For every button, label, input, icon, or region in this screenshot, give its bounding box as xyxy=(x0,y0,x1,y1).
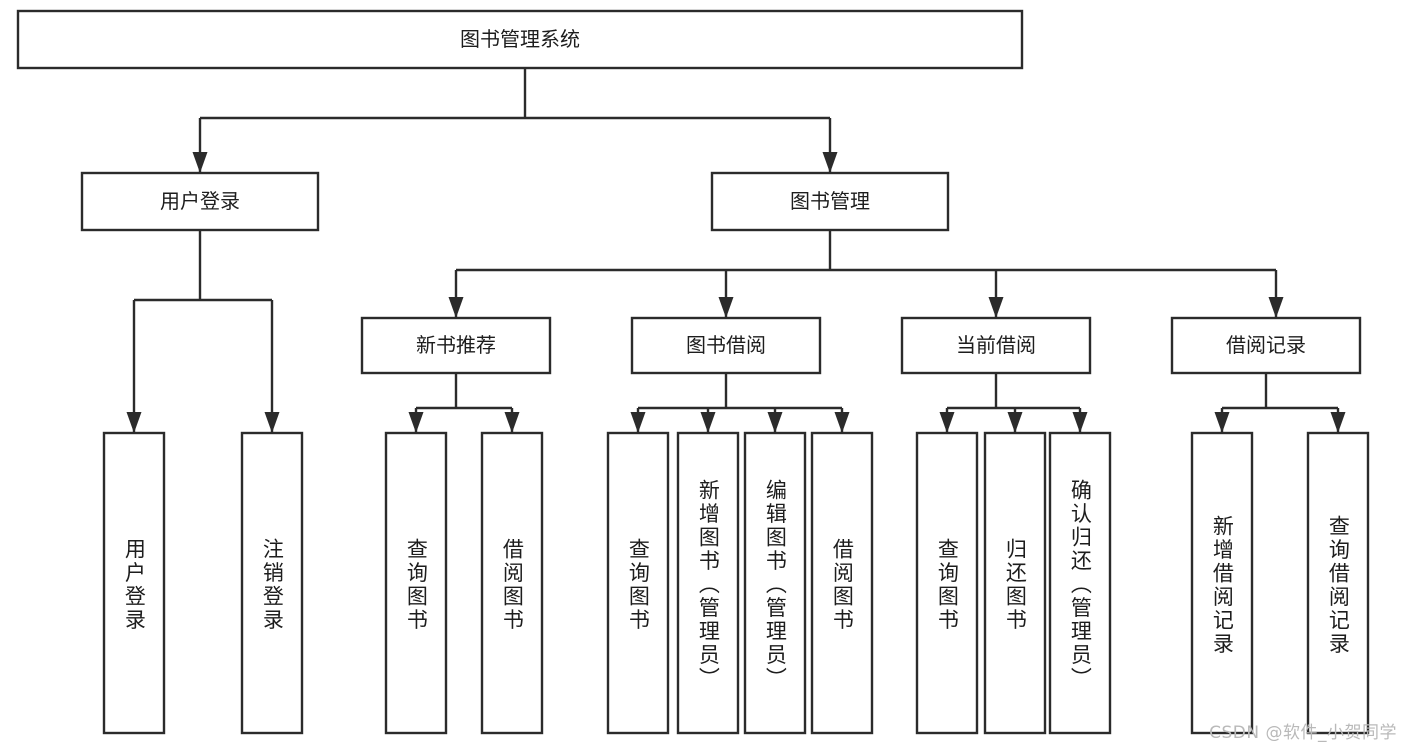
connector-group-图书借阅 xyxy=(630,373,850,433)
arrow-icon-图书借阅-0 xyxy=(630,412,646,433)
node-leaf-编辑图书管理员-6-box[interactable] xyxy=(743,431,807,735)
arrow-icon-借阅记录-1 xyxy=(1330,412,1346,433)
connector-group-图书管理 xyxy=(448,230,1284,318)
arrow-icon-当前借阅-0 xyxy=(939,412,955,433)
arrow-icon-图书管理-3 xyxy=(1268,297,1284,318)
arrow-icon-图书管理-2 xyxy=(988,297,1004,318)
arrow-icon-新书推荐-0 xyxy=(408,412,424,433)
node-leaf-查询图书-2-box[interactable] xyxy=(384,431,448,735)
node-l3-当前借阅-2-box[interactable] xyxy=(900,316,1092,375)
arrow-icon-图书借阅-1 xyxy=(700,412,716,433)
node-root-图书管理系统-box[interactable] xyxy=(16,9,1024,70)
arrow-icon-用户登录-1 xyxy=(264,412,280,433)
watermark-text: CSDN @软件_小贺同学 xyxy=(1209,723,1397,743)
arrow-icon-用户登录-0 xyxy=(126,412,142,433)
arrow-icon-图书借阅-2 xyxy=(767,412,783,433)
connector-group-借阅记录 xyxy=(1214,373,1346,433)
node-l3-图书借阅-1-label: 图书借阅 xyxy=(686,333,766,357)
arrow-icon-当前借阅-1 xyxy=(1007,412,1023,433)
node-root-图书管理系统-label: 图书管理系统 xyxy=(460,27,580,51)
node-leaf-注销登录-1-box[interactable] xyxy=(240,431,304,735)
arrow-icon-图书借阅-3 xyxy=(834,412,850,433)
connector-group-图书管理系统 xyxy=(192,68,838,173)
arrow-icon-图书管理系统-1 xyxy=(822,152,838,173)
connector-group-用户登录 xyxy=(126,230,280,433)
node-leaf-归还图书-9-box[interactable] xyxy=(983,431,1047,735)
node-leaf-用户登录-0-box[interactable] xyxy=(102,431,166,735)
node-leaf-查询图书-8-box[interactable] xyxy=(915,431,979,735)
node-l3-图书借阅-1-box[interactable] xyxy=(630,316,822,375)
node-box-layer xyxy=(16,9,1370,735)
arrow-icon-借阅记录-0 xyxy=(1214,412,1230,433)
arrow-icon-新书推荐-1 xyxy=(504,412,520,433)
node-l2-图书管理-1-box[interactable] xyxy=(710,171,950,232)
node-leaf-借阅图书-3-box[interactable] xyxy=(480,431,544,735)
arrow-icon-图书管理系统-0 xyxy=(192,152,208,173)
node-leaf-查询图书-4-box[interactable] xyxy=(606,431,670,735)
node-l3-新书推荐-0-box[interactable] xyxy=(360,316,552,375)
connector-layer xyxy=(126,68,1346,433)
node-l3-借阅记录-3-label: 借阅记录 xyxy=(1226,333,1306,357)
arrow-icon-当前借阅-2 xyxy=(1072,412,1088,433)
node-leaf-确认归还管理员-10-box[interactable] xyxy=(1048,431,1112,735)
node-l2-图书管理-1-label: 图书管理 xyxy=(790,189,870,213)
node-leaf-新增图书管理员-5-box[interactable] xyxy=(676,431,740,735)
node-leaf-借阅图书-7-box[interactable] xyxy=(810,431,874,735)
arrow-icon-图书管理-1 xyxy=(718,297,734,318)
node-l3-新书推荐-0-label: 新书推荐 xyxy=(416,333,496,357)
node-l3-当前借阅-2-label: 当前借阅 xyxy=(956,333,1036,357)
connector-group-新书推荐 xyxy=(408,373,520,433)
node-l2-用户登录-0-label: 用户登录 xyxy=(160,189,240,213)
node-l2-用户登录-0-box[interactable] xyxy=(80,171,320,232)
node-leaf-查询借阅记录-12-box[interactable] xyxy=(1306,431,1370,735)
node-l3-借阅记录-3-box[interactable] xyxy=(1170,316,1362,375)
connector-group-当前借阅 xyxy=(939,373,1088,433)
node-leaf-新增借阅记录-11-box[interactable] xyxy=(1190,431,1254,735)
arrow-icon-图书管理-0 xyxy=(448,297,464,318)
